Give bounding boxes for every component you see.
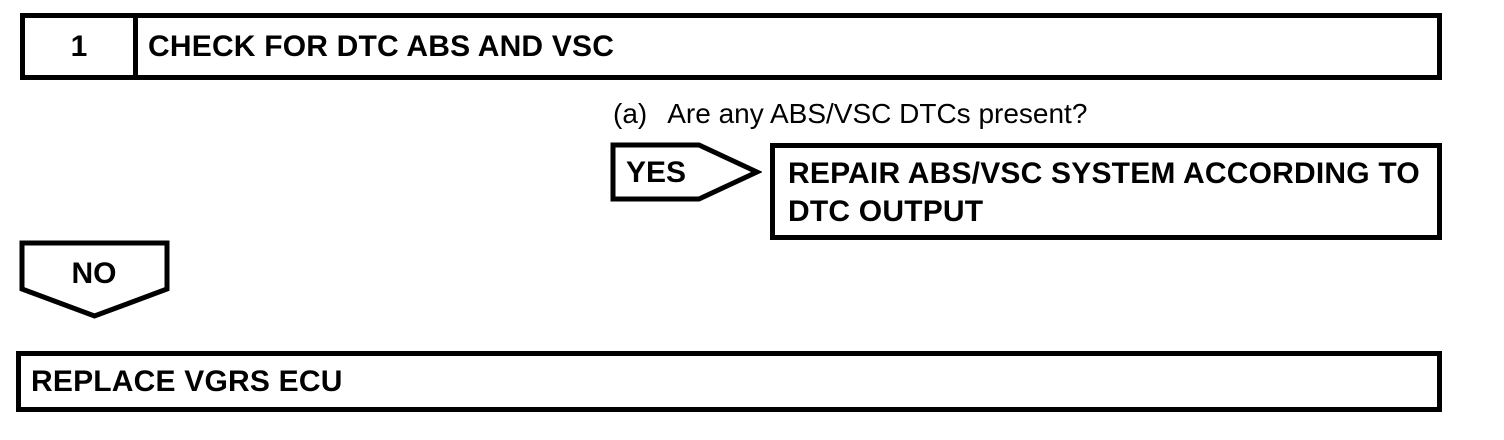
question-text: Are any ABS/VSC DTCs present? <box>667 98 1088 129</box>
step-number: 1 <box>70 29 88 63</box>
yes-label: YES <box>626 156 686 189</box>
repair-action-line-2: DTC OUTPUT <box>788 195 984 228</box>
question-marker: (a) <box>613 98 648 129</box>
no-arrow-icon <box>19 240 170 319</box>
repair-action-box: REPAIR ABS/VSC SYSTEM ACCORDING TO DTC O… <box>770 143 1442 240</box>
yes-connector: YES <box>610 142 762 202</box>
replace-action-text: REPLACE VGRS ECU <box>31 364 343 398</box>
step-title: CHECK FOR DTC ABS AND VSC <box>148 29 615 63</box>
step-title-cell: CHECK FOR DTC ABS AND VSC <box>138 18 1437 75</box>
replace-action-box: REPLACE VGRS ECU <box>16 351 1442 412</box>
step-header: 1 CHECK FOR DTC ABS AND VSC <box>20 13 1442 80</box>
question-line: (a) Are any ABS/VSC DTCs present? <box>613 98 1087 130</box>
step-number-cell: 1 <box>25 18 138 75</box>
yes-arrow-icon <box>610 142 762 202</box>
no-connector: NO <box>19 240 170 319</box>
no-label: NO <box>72 257 117 290</box>
repair-action-line-1: REPAIR ABS/VSC SYSTEM ACCORDING TO <box>788 157 1420 190</box>
